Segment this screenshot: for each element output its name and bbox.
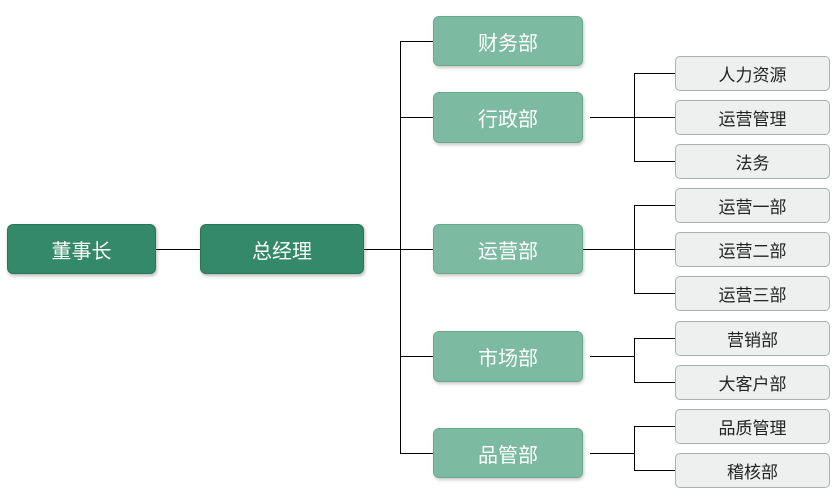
general-manager-node: 总经理 bbox=[200, 224, 364, 274]
sub-admin-3-label: 法务 bbox=[735, 154, 770, 174]
sub-ops-1-node: 运营一部 bbox=[675, 188, 830, 223]
sub-ops-2-node: 运营二部 bbox=[675, 232, 830, 267]
sub-admin-3-node: 法务 bbox=[675, 144, 830, 179]
sub-qa-2-label: 稽核部 bbox=[727, 463, 778, 483]
dept-finance-label: 财务部 bbox=[478, 30, 538, 55]
sub-ops-3-node: 运营三部 bbox=[675, 276, 830, 311]
dept-operations-label: 运营部 bbox=[478, 238, 538, 263]
dept-marketing-label: 市场部 bbox=[478, 346, 538, 370]
dept-marketing-node: 市场部 bbox=[433, 331, 583, 382]
sub-qa-2-node: 稽核部 bbox=[675, 453, 830, 488]
chairman-label: 董事长 bbox=[51, 238, 112, 263]
dept-operations-node: 运营部 bbox=[433, 224, 583, 274]
sub-mkt-1-node: 营销部 bbox=[675, 321, 830, 356]
sub-ops-2-label: 运营二部 bbox=[718, 242, 787, 262]
dept-admin-node: 行政部 bbox=[433, 92, 583, 143]
sub-admin-1-node: 人力资源 bbox=[675, 56, 830, 91]
sub-ops-3-label: 运营三部 bbox=[718, 286, 787, 306]
sub-admin-1-label: 人力资源 bbox=[718, 66, 787, 86]
sub-qa-1-node: 品质管理 bbox=[675, 409, 830, 444]
general-manager-label: 总经理 bbox=[252, 238, 312, 263]
sub-admin-2-node: 运营管理 bbox=[675, 100, 830, 135]
sub-qa-1-label: 品质管理 bbox=[718, 419, 787, 439]
sub-mkt-2-label: 大客户部 bbox=[718, 375, 787, 395]
chairman-node: 董事长 bbox=[7, 224, 156, 274]
dept-finance-node: 财务部 bbox=[433, 16, 583, 66]
sub-ops-1-label: 运营一部 bbox=[718, 198, 787, 218]
sub-mkt-2-node: 大客户部 bbox=[675, 365, 830, 400]
dept-quality-node: 品管部 bbox=[433, 428, 583, 478]
sub-admin-2-label: 运营管理 bbox=[718, 110, 787, 130]
dept-quality-label: 品管部 bbox=[478, 442, 538, 467]
sub-mkt-1-label: 营销部 bbox=[727, 331, 778, 351]
dept-admin-label: 行政部 bbox=[478, 107, 538, 131]
